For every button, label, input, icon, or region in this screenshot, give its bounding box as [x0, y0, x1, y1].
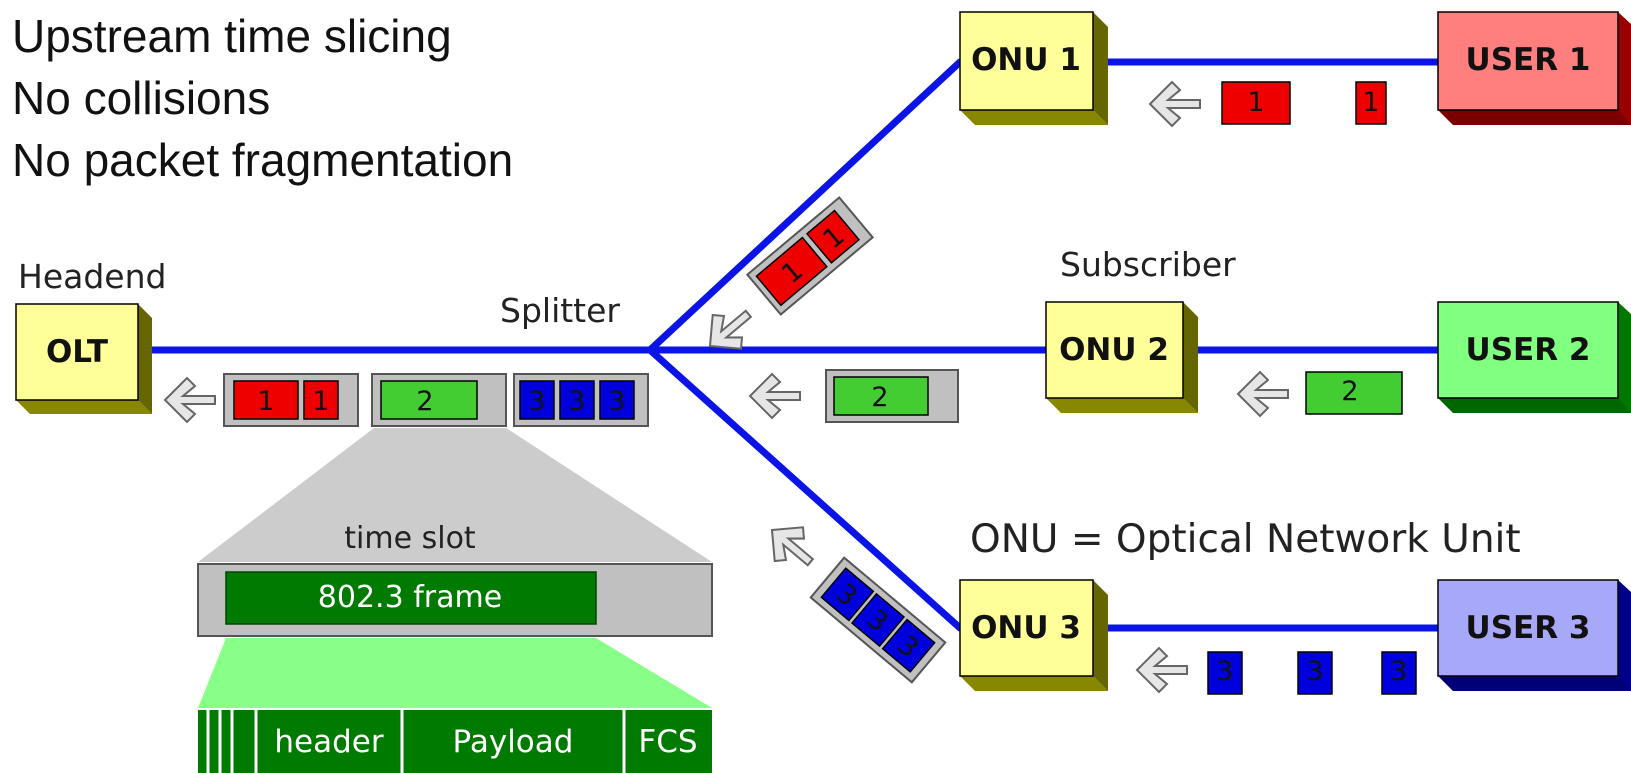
branch1-time-slot: 1 1: [745, 196, 875, 316]
payload-field: Payload: [453, 724, 574, 760]
branch2-time-slot: 2: [825, 369, 959, 423]
fcs-field: FCS: [638, 724, 697, 760]
frame-fields-bar: [198, 710, 712, 773]
fiber-splitter-onu1: [646, 58, 964, 354]
arrow-left-icon: [1136, 647, 1188, 693]
user1-label: USER 1: [1466, 42, 1591, 78]
packet-1: [1221, 81, 1291, 125]
headend-label: Headend: [18, 257, 166, 296]
packet-3: [881, 618, 936, 673]
packet-2: [380, 380, 478, 420]
packet-2-label: 2: [1341, 376, 1358, 407]
packet-1-label: 1: [1247, 87, 1264, 118]
packet-1-label: 1: [1362, 87, 1379, 118]
expansion-trapezoid: [198, 428, 712, 562]
user1-box: USER 1: [1437, 11, 1631, 125]
user3-packets: 3 3 3: [1207, 651, 1417, 695]
packet-3: [820, 567, 875, 622]
packet-3: [1297, 651, 1333, 695]
onu2-box: ONU 2: [1045, 301, 1198, 413]
packet-3-label: 3: [608, 386, 625, 417]
splitter-label: Splitter: [500, 291, 620, 330]
heading-line-2: No collisions: [12, 72, 270, 124]
olt-box: OLT: [15, 303, 152, 414]
packet-1: [755, 236, 828, 307]
subscriber-label: Subscriber: [1060, 245, 1236, 284]
packet-1: [303, 380, 339, 420]
arrow-left-icon: [164, 377, 216, 423]
packet-3: [559, 380, 595, 420]
packet-3-label: 3: [1306, 656, 1323, 687]
packet-1: [805, 209, 861, 264]
onu-definition-label: ONU = Optical Network Unit: [970, 517, 1521, 562]
onu3-box: ONU 3: [959, 579, 1108, 691]
time-slot-label: time slot: [344, 521, 476, 556]
branch3-time-slot: 3 3 3: [809, 556, 947, 684]
frame-box: [225, 571, 597, 625]
packet-1: [1355, 81, 1387, 125]
packet-3: [850, 592, 906, 648]
frame-expansion: header Payload FCS: [198, 638, 712, 773]
heading-line-1: Upstream time slicing: [12, 10, 452, 62]
fiber-splitter-onu3: [646, 346, 964, 632]
heading: Upstream time slicing No collisions No p…: [12, 10, 513, 186]
frame-label: 802.3 frame: [318, 580, 502, 615]
user2-packets: 2: [1305, 371, 1403, 415]
user3-box: USER 3: [1437, 579, 1631, 691]
time-slot-expansion: time slot 802.3 frame: [197, 428, 713, 637]
user2-label: USER 2: [1466, 332, 1591, 368]
trunk-time-slots: 1 1 2 3 3 3: [223, 373, 649, 427]
arrow-up-left-icon: [756, 512, 826, 580]
packet-3-label: 3: [1390, 656, 1407, 687]
packet-1: [233, 380, 299, 420]
packet-3: [599, 380, 635, 420]
packet-3: [1207, 651, 1243, 695]
heading-line-3: No packet fragmentation: [12, 134, 513, 186]
onu3-label: ONU 3: [971, 610, 1081, 646]
packet-3-label: 3: [568, 386, 585, 417]
fiber-lines: [131, 58, 1444, 632]
olt-label: OLT: [46, 334, 108, 370]
frame-trapezoid: [198, 638, 712, 708]
packet-1-label: 1: [257, 386, 274, 417]
packet-3: [519, 380, 555, 420]
arrow-left-icon: [749, 373, 801, 419]
onu2-label: ONU 2: [1059, 332, 1169, 368]
header-field: header: [274, 724, 383, 760]
arrow-left-icon: [1237, 371, 1289, 417]
packet-3-label: 3: [528, 386, 545, 417]
onu1-label: ONU 1: [971, 42, 1081, 78]
packet-2-label: 2: [871, 382, 888, 413]
user1-packets: 1 1: [1221, 81, 1387, 125]
packet-1-label: 1: [312, 386, 329, 417]
packet-2: [833, 376, 929, 416]
onu1-box: ONU 1: [959, 11, 1108, 125]
packet-3: [1381, 651, 1417, 695]
user3-label: USER 3: [1466, 610, 1591, 646]
packet-2: [1305, 371, 1403, 415]
arrow-left-icon: [1149, 81, 1201, 127]
packet-2-label: 2: [416, 386, 433, 417]
user2-box: USER 2: [1437, 301, 1631, 413]
packet-3-label: 3: [1216, 656, 1233, 687]
